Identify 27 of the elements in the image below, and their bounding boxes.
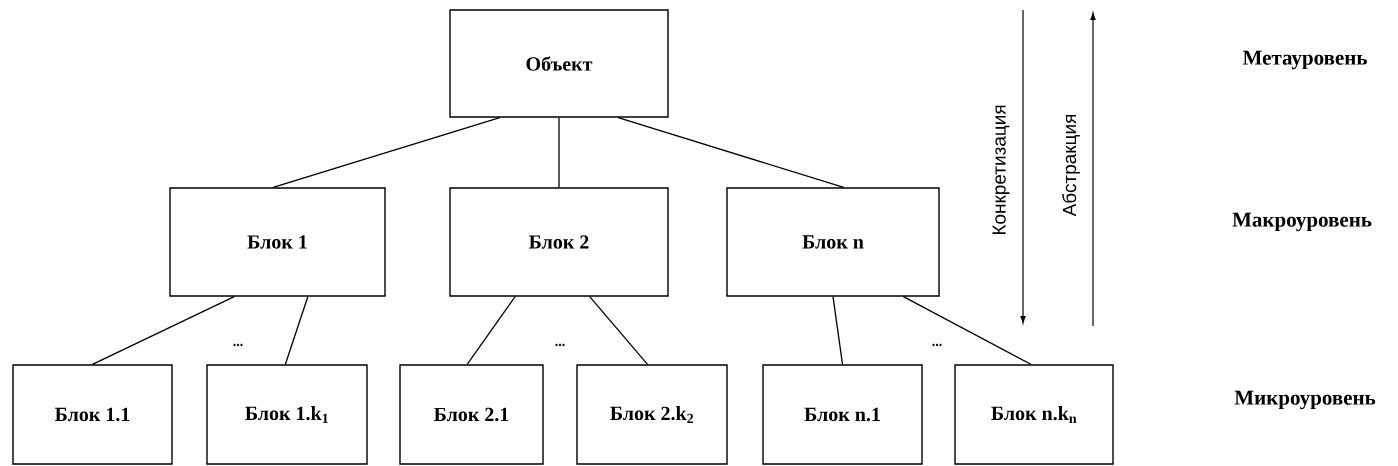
- arrow-label: Конкретизация: [992, 105, 1010, 235]
- arrow-label: Абстракция: [1062, 114, 1080, 217]
- block-box: Блок 1.k$_{1}$: [206, 364, 368, 465]
- ellipsis: ...: [555, 343, 565, 347]
- connector-line: [589, 296, 649, 365]
- connector-line: [284, 296, 309, 365]
- level-label: Микроуровень: [1234, 390, 1376, 410]
- connector-line: [558, 117, 560, 188]
- block-box: Блок n: [726, 187, 940, 297]
- connector-line: [617, 117, 845, 188]
- connector-line: [832, 296, 844, 365]
- connector-line: [466, 296, 516, 365]
- connector-line: [272, 117, 501, 188]
- level-label: Макроуровень: [1232, 212, 1372, 232]
- ellipsis: ...: [932, 343, 942, 347]
- block-box: Объект: [449, 9, 669, 118]
- block-box: Блок 1.1: [12, 364, 173, 465]
- block-box: Блок 2: [449, 187, 669, 297]
- connector-line: [91, 296, 235, 365]
- ellipsis: ...: [233, 343, 243, 347]
- block-box: Блок n.k$_{n}$: [954, 364, 1114, 465]
- block-box: Блок n.1: [762, 364, 923, 465]
- connector-line: [902, 296, 1032, 365]
- block-box: Блок 2.1: [399, 364, 544, 465]
- block-box: Блок 1: [169, 187, 386, 297]
- level-label: Метауровень: [1242, 50, 1367, 70]
- block-box: Блок 2.k$_{2}$: [576, 364, 728, 465]
